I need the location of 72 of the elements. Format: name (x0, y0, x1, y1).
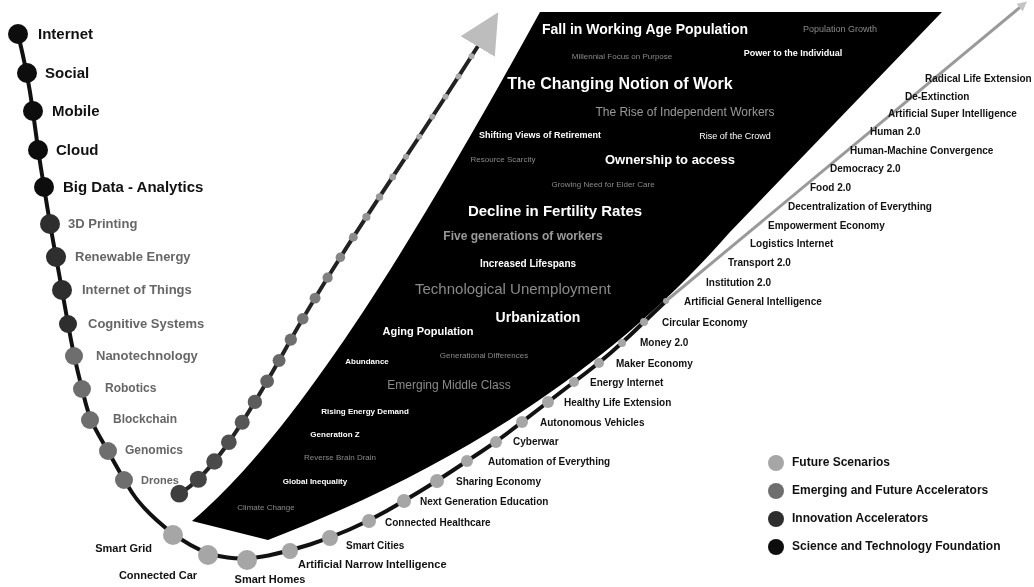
scenario-label: Connected Healthcare (385, 516, 491, 528)
scenario-label: Institution 2.0 (706, 276, 771, 288)
scenario-label: Decentralization of Everything (788, 200, 932, 212)
scenario-label: Shifting Views of Retirement (479, 131, 601, 141)
scenario-label: Robotics (105, 382, 157, 396)
scenario-label: Technological Unemployment (415, 280, 611, 298)
scenario-label: Five generations of workers (443, 230, 603, 244)
scenario-label: Energy Internet (590, 376, 664, 388)
scenario-label: Artificial Narrow Intelligence (298, 557, 447, 571)
scenario-label: Internet of Things (82, 282, 192, 298)
scenario-label: Democracy 2.0 (830, 162, 901, 174)
scenario-label: 3D Printing (68, 216, 138, 232)
scenario-label: Decline in Fertility Rates (467, 202, 643, 220)
scenario-label: Cloud (56, 141, 99, 159)
scenario-label: Rising Energy Demand (321, 407, 409, 417)
scenario-label: Radical Life Extension (925, 72, 1032, 84)
scenario-label: Climate Change (237, 503, 295, 513)
scenario-label: Millennial Focus on Purpose (571, 52, 673, 62)
scenario-label: Smart Homes (234, 572, 306, 586)
scenario-label: Global Inequality (282, 477, 348, 487)
legend-text: Future Scenarios (792, 456, 891, 470)
scenario-label: Reverse Brain Drain (304, 453, 376, 463)
scenario-label: Food 2.0 (810, 181, 852, 193)
scenario-label: Population Growth (803, 25, 877, 35)
scenario-label: Growing Need for Elder Care (551, 180, 655, 190)
scenario-label: Money 2.0 (640, 336, 689, 348)
scenario-label: Cyberwar (513, 435, 559, 447)
scenario-label: Smart Cities (346, 539, 405, 551)
scenario-label: Social (45, 64, 90, 82)
scenario-label: Internet (38, 25, 93, 43)
legend-text: Science and Technology Foundation (792, 540, 1001, 554)
scenario-label: Fall in Working Age Population (541, 22, 749, 38)
scenario-label: Emerging Middle Class (387, 379, 511, 393)
scenario-label: Rise of the Crowd (699, 132, 771, 142)
scenario-label: Autonomous Vehicles (540, 416, 645, 428)
scenario-label: De-Extinction (905, 90, 970, 102)
scenario-label: Generational Differences (439, 351, 529, 361)
scenario-label: Generation Z (310, 430, 360, 440)
scenario-label: Sharing Economy (456, 475, 541, 487)
scenario-label: Urbanization (495, 310, 581, 326)
scenario-label: The Rise of Independent Workers (595, 106, 775, 120)
scenario-label: Healthy Life Extension (564, 396, 672, 408)
scenario-label: Big Data - Analytics (63, 178, 204, 196)
scenario-label: Circular Economy (662, 316, 748, 328)
scenario-label: Increased Lifespans (479, 257, 577, 269)
scenario-label: Drones (141, 473, 179, 487)
scenario-label: Ownership to access (604, 152, 736, 168)
scenario-label: Maker Economy (616, 357, 693, 369)
scenario-label: Genomics (125, 444, 184, 458)
scenario-label: Artificial Super Intelligence (888, 107, 1017, 119)
scenario-label: The Changing Notion of Work (507, 75, 733, 93)
scenario-label: Human-Machine Convergence (850, 144, 994, 156)
scenario-label: Blockchain (113, 413, 178, 427)
scenario-label: Renewable Energy (75, 249, 191, 265)
scenario-label: Logistics Internet (750, 237, 834, 249)
scenario-label: Mobile (52, 102, 100, 120)
scenario-label: Empowerment Economy (768, 219, 885, 231)
scenario-label: Next Generation Education (420, 495, 549, 507)
scenario-label: Smart Grid (95, 541, 152, 555)
scenario-label: Cognitive Systems (88, 316, 205, 332)
scenario-label: Power to the Individual (743, 49, 843, 59)
legend-text: Emerging and Future Accelerators (792, 484, 989, 498)
scenario-label: Automation of Everything (488, 455, 611, 467)
scenario-label: Resource Scarcity (470, 155, 536, 165)
scenario-label: Artificial General Intelligence (684, 295, 822, 307)
scenario-label: Aging Population (382, 324, 474, 338)
scenario-label: Nanotechnology (96, 348, 198, 364)
scenario-label: Abundance (345, 357, 389, 367)
legend-text: Innovation Accelerators (792, 512, 929, 526)
scenario-label: Connected Car (118, 568, 198, 582)
scenario-label: Human 2.0 (870, 125, 921, 137)
scenario-label: Transport 2.0 (728, 256, 791, 268)
